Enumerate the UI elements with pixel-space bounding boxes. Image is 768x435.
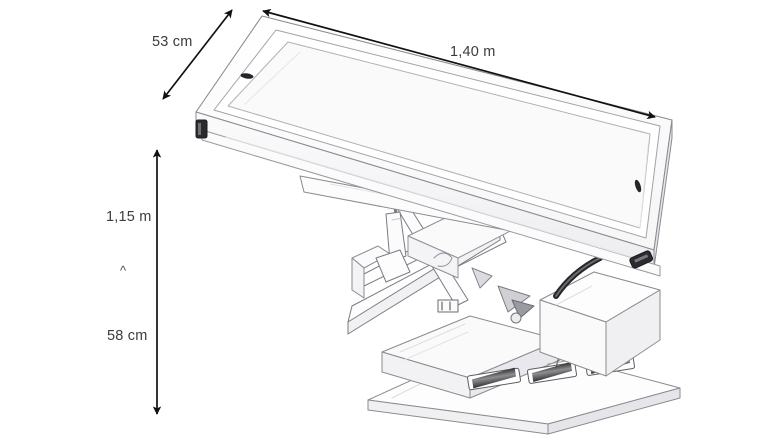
foot-pedal[interactable] [526, 361, 578, 384]
length-dimension-label: 1,40 m [450, 44, 496, 60]
mechanism-housing [539, 271, 661, 377]
depth-dimension-arrow [162, 9, 233, 100]
height-range-caret-marker: ^ [120, 263, 127, 278]
max-height-dimension-label: 1,15 m [106, 209, 152, 225]
drain-hole [240, 73, 254, 79]
min-height-dimension-label: 58 cm [107, 328, 148, 344]
dimension-arrows [152, 8, 656, 415]
release-lever [553, 255, 603, 299]
depth-dimension-label: 53 cm [152, 34, 193, 50]
foot-pedal[interactable] [467, 367, 521, 391]
base-platform [367, 339, 681, 435]
scissor-linkage-arms [347, 197, 535, 335]
drain-hole [634, 179, 642, 193]
corner-clamp[interactable] [629, 250, 654, 269]
length-dimension-arrow [262, 8, 656, 120]
corner-clamp[interactable] [195, 119, 208, 139]
